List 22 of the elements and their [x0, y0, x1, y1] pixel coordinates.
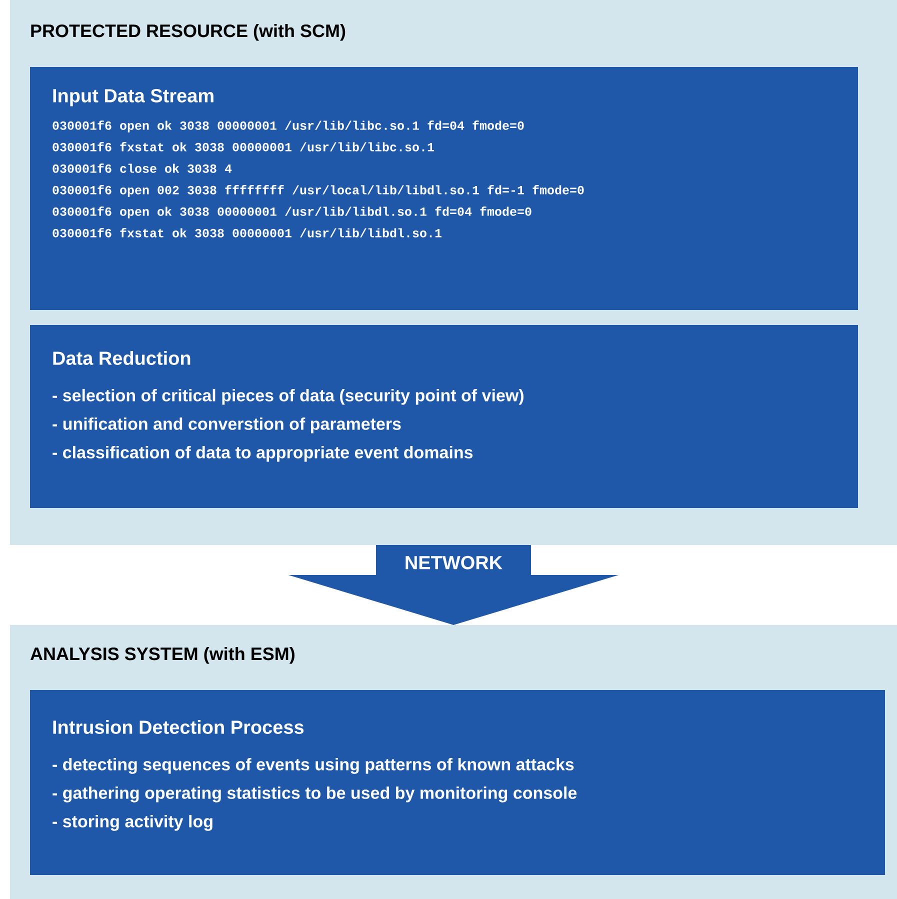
- box-heading: Intrusion Detection Process: [53, 720, 304, 734]
- process-box: [30, 67, 858, 310]
- bullet-item: - unification and converstion of parameters: [52, 417, 401, 434]
- box-heading: Data Reduction: [53, 351, 190, 365]
- bullet-item: - detecting sequences of events using patterns of known attacks: [52, 758, 574, 774]
- log-line: 030001f6 fxstat ok 3038 00000001 /usr/lib/libc.so.1: [52, 142, 434, 152]
- log-line: 030001f6 open ok 3038 00000001 /usr/lib/libc.so.1 fd=04 fmode=0: [52, 120, 524, 132]
- edge-label: NETWORK: [406, 556, 502, 570]
- bullet-item: - selection of critical pieces of data (security point of view): [52, 388, 524, 405]
- bullet-item: - gathering operating statistics to be used by monitoring console: [52, 786, 577, 802]
- box-heading: Input Data Stream: [53, 89, 214, 106]
- log-line: 030001f6 open 002 3038 ffffffff /usr/local/lib/libdl.so.1 fd=-1 fmode=0: [52, 185, 584, 197]
- log-line: 030001f6 fxstat ok 3038 00000001 /usr/lib/libdl.so.1: [52, 228, 442, 238]
- bullet-item: - storing activity log: [52, 814, 212, 831]
- panel-heading: ANALYSIS SYSTEM (with ESM): [30, 647, 294, 664]
- log-line: 030001f6 close ok 3038 4: [52, 164, 232, 173]
- bullet-item: - classification of data to appropriate event domains: [52, 446, 473, 462]
- process-box: [30, 690, 885, 875]
- block-arrow: [288, 545, 619, 625]
- log-line: 030001f6 open ok 3038 00000001 /usr/lib/libdl.so.1 fd=04 fmode=0: [52, 206, 532, 218]
- process-box: [30, 325, 858, 508]
- panel-heading: PROTECTED RESOURCE (with SCM): [31, 24, 346, 41]
